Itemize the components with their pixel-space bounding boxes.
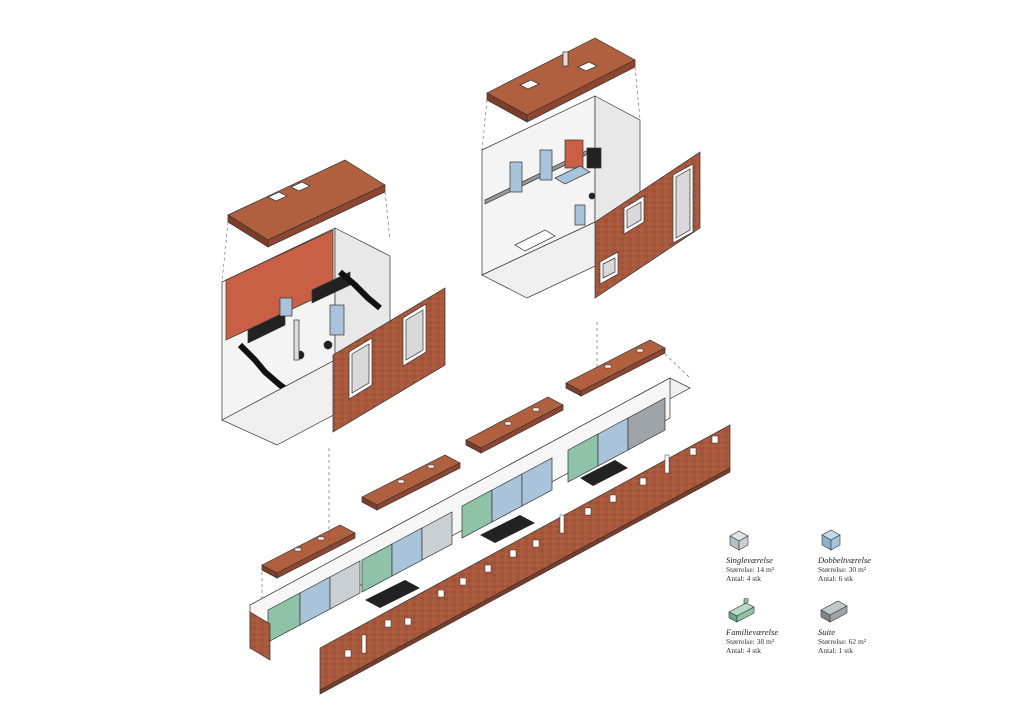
legend-count: Antal: 1 stk <box>818 646 853 655</box>
left-house-module <box>221 159 446 446</box>
right-house-facade <box>594 151 701 299</box>
legend-size: Størrelse: 14 m² <box>726 565 775 574</box>
left-roof-slab <box>227 159 386 248</box>
legend-count: Antal: 4 stk <box>726 646 761 655</box>
family-room-block-icon <box>728 598 755 623</box>
suite-block-icon <box>820 600 848 623</box>
stairs <box>365 460 628 608</box>
explode-guides <box>261 322 691 600</box>
right-roof-slab <box>486 37 636 123</box>
legend-size: Størrelse: 62 m² <box>818 637 867 646</box>
single-room-block-icon <box>729 530 749 551</box>
room-modules <box>267 397 666 643</box>
roof-slab-4 <box>565 339 666 397</box>
room-type-legend: Singleværelse Størrelse: 14 m² Antal: 4 … <box>718 528 1018 678</box>
legend-count: Antal: 6 stk <box>818 574 853 583</box>
legend-item-family: Familieværelse Størrelse: 38 m² Antal: 4… <box>726 598 856 655</box>
legend-item-suite: Suite Størrelse: 62 m² Antal: 1 stk <box>818 598 948 655</box>
right-house-module <box>481 37 701 299</box>
legend-size: Størrelse: 30 m² <box>818 565 867 574</box>
legend-name: Suite <box>818 627 835 637</box>
legend-size: Størrelse: 38 m² <box>726 637 775 646</box>
roof-slab-2 <box>361 454 461 511</box>
facade-windows <box>344 435 719 658</box>
legend-item-single: Singleværelse Størrelse: 14 m² Antal: 4 … <box>726 528 856 583</box>
legend-item-double: Dobbeltværelse Størrelse: 30 m² Antal: 6… <box>818 528 948 583</box>
double-room-block-icon <box>821 529 841 551</box>
legend-name: Singleværelse <box>726 555 773 565</box>
legend-name: Dobbeltværelse <box>818 555 872 565</box>
legend-count: Antal: 4 stk <box>726 574 761 583</box>
left-house-facade <box>332 287 446 433</box>
legend-name: Familieværelse <box>726 627 779 637</box>
long-building <box>249 377 731 695</box>
